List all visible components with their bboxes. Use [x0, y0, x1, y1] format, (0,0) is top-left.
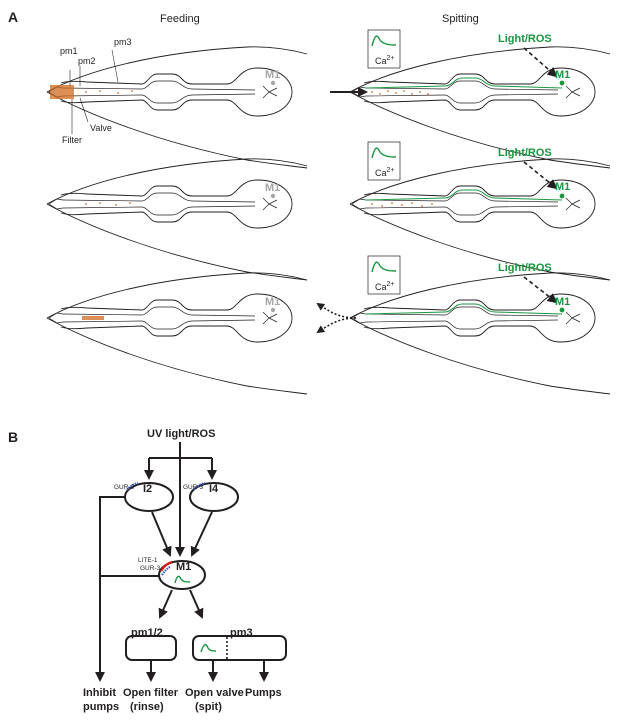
label-m1-spitting-2: M1 — [555, 181, 570, 193]
label-ca-3: Ca2+ — [375, 281, 395, 292]
label-light-ros-2: Light/ROS — [498, 147, 552, 159]
panel-a-letter: A — [8, 9, 18, 25]
circuit-edges — [95, 442, 269, 682]
neuron-m1: M1 LITE-1 GUR-3 — [138, 557, 206, 590]
muscle-pm3: pm3 — [192, 627, 287, 661]
output-inhibit-line1: Inhibit — [83, 687, 116, 699]
label-m1-spitting-3: M1 — [555, 296, 570, 308]
muscle-pm12: pm1/2 — [125, 627, 177, 661]
label-m1-feeding-1: M1 — [265, 69, 280, 81]
label-gur3-i2: GUR-3 — [114, 484, 135, 491]
spitting-worm-3: Ca2+ Light/ROS M1 — [316, 255, 611, 395]
label-ca-1: Ca2+ — [375, 55, 395, 66]
label-m1-circuit: M1 — [176, 561, 191, 573]
label-i4: I4 — [209, 483, 219, 495]
label-pm1: pm1 — [60, 46, 78, 56]
label-valve: Valve — [90, 123, 112, 133]
output-valve-line2: (spit) — [195, 701, 222, 713]
output-pumps: Pumps — [245, 687, 282, 699]
label-light-ros-1: Light/ROS — [498, 33, 552, 45]
label-ca-2: Ca2+ — [375, 167, 395, 178]
feeding-worm-1: pm1 pm2 pm3 Valve Filter M1 — [46, 37, 308, 169]
output-valve-line1: Open valve — [185, 687, 244, 699]
label-m1-feeding-3: M1 — [265, 296, 280, 308]
output-filter-line2: (rinse) — [130, 701, 164, 713]
neuron-i2: I2 GUR-3 — [114, 481, 174, 512]
label-gur3-i4: GUR-3 — [183, 484, 204, 491]
label-lite1: LITE-1 — [138, 557, 158, 564]
label-light-ros-3: Light/ROS — [498, 262, 552, 274]
feeding-header: Feeding — [160, 13, 200, 25]
label-i2: I2 — [143, 483, 152, 495]
label-pm2: pm2 — [78, 56, 96, 66]
bacteria-spread — [371, 90, 429, 95]
output-filter-line1: Open filter — [123, 687, 179, 699]
label-pm12: pm1/2 — [131, 627, 163, 639]
panel-b-letter: B — [8, 429, 18, 445]
label-m1-spitting-1: M1 — [555, 69, 570, 81]
spitting-header: Spitting — [442, 13, 479, 25]
spitting-worm-2: Ca2+ Light/ROS M1 — [349, 141, 611, 281]
stimulus-label: UV light/ROS — [147, 428, 215, 440]
feeding-worm-3: M1 — [46, 272, 308, 395]
bacteria-cluster — [50, 85, 133, 99]
label-pm3: pm3 — [114, 37, 132, 47]
label-pm3-circuit: pm3 — [230, 627, 253, 639]
output-inhibit-line2: pumps — [83, 701, 119, 713]
label-m1-feeding-2: M1 — [265, 182, 280, 194]
feeding-worm-2: M1 — [46, 158, 308, 281]
label-filter: Filter — [62, 135, 82, 145]
neuron-i4: I4 GUR-3 — [183, 481, 239, 512]
spitting-worm-1: Ca2+ Light/ROS M1 — [330, 29, 611, 169]
label-gur3-m1: GUR-3 — [140, 565, 161, 572]
